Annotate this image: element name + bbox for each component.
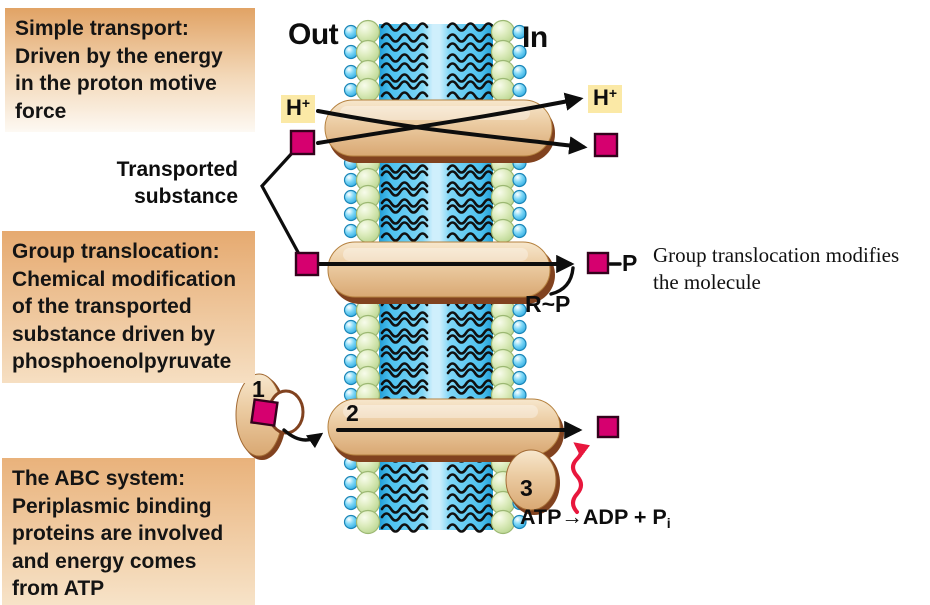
r-p-label: R~P (525, 291, 571, 317)
substance-square-in-simple (593, 132, 619, 158)
transported-substance-label: Transported substance (90, 156, 238, 210)
lipid-bilayer (345, 21, 527, 534)
proton-charge: + (301, 95, 311, 111)
substance-square-out-group (294, 251, 320, 277)
group-translocation-note: Group translocation modifies the molecul… (653, 242, 930, 296)
step-3-label: 3 (520, 475, 533, 501)
panel-group-translocation: Group translocation: Chemical modificati… (2, 231, 255, 383)
panel-line: from ATP (12, 577, 105, 600)
out-side-label: Out (288, 18, 339, 51)
atp-energy-arrow (571, 442, 591, 514)
simple-transport-arrow-upper (316, 109, 588, 155)
abc-transporter (327, 398, 564, 462)
step-2-label: 2 (346, 400, 359, 426)
panel-line: Chemical modification (12, 267, 237, 291)
panel-title: Simple transport: (15, 17, 189, 40)
atp-reaction-label: ATP→ADP + Pi (520, 505, 671, 531)
phosphate-label: P (622, 250, 638, 276)
panel-line: phosphoenolpyruvate (12, 350, 232, 373)
panel-title: Group translocation: (12, 240, 220, 263)
substance-square-out-simple (289, 129, 316, 156)
transported-substance-line: Transported (116, 158, 238, 181)
group-translocation-transporter (327, 241, 555, 304)
proton-label-out: H+ (281, 95, 316, 123)
atp-reaction-subscript: i (666, 515, 671, 531)
proton-charge: + (608, 85, 618, 101)
in-side-label: In (522, 21, 548, 54)
panel-title: The ABC system: (12, 467, 186, 490)
panel-line: force (15, 99, 67, 123)
substance-square-in-abc (596, 415, 620, 439)
step-1-label: 1 (252, 376, 265, 402)
note-line: Group translocation modifies (653, 243, 900, 267)
panel-line: of the transported (12, 295, 192, 318)
panel-line: in the proton motive (15, 72, 217, 95)
atpase-subunit (505, 449, 560, 515)
panel-line: substance driven by (12, 322, 216, 346)
panel-line: Driven by the energy (15, 44, 223, 68)
simple-transport-arrow-lower (316, 92, 584, 145)
proton-symbol: H (286, 95, 302, 120)
proton-label-in: H+ (588, 85, 623, 113)
substance-handoff-arrow (282, 428, 324, 449)
panel-abc-system: The ABC system: Periplasmic binding prot… (2, 458, 255, 605)
phosphate-transfer-arrow (549, 266, 575, 296)
substance-square-abc-bound (250, 398, 279, 427)
atp-reaction-text: ATP→ADP + P (520, 505, 667, 529)
panel-line: and energy comes (12, 549, 197, 573)
transported-substance-line: substance (134, 185, 238, 208)
panel-line: Periplasmic binding (12, 494, 212, 518)
proton-symbol: H (593, 85, 609, 110)
note-line: the molecule (653, 270, 761, 294)
substance-square-in-group (586, 251, 610, 275)
panel-simple-transport: Simple transport: Driven by the energy i… (5, 8, 255, 132)
panel-line: proteins are involved (12, 522, 224, 545)
transported-substance-pointer-line (260, 150, 301, 256)
